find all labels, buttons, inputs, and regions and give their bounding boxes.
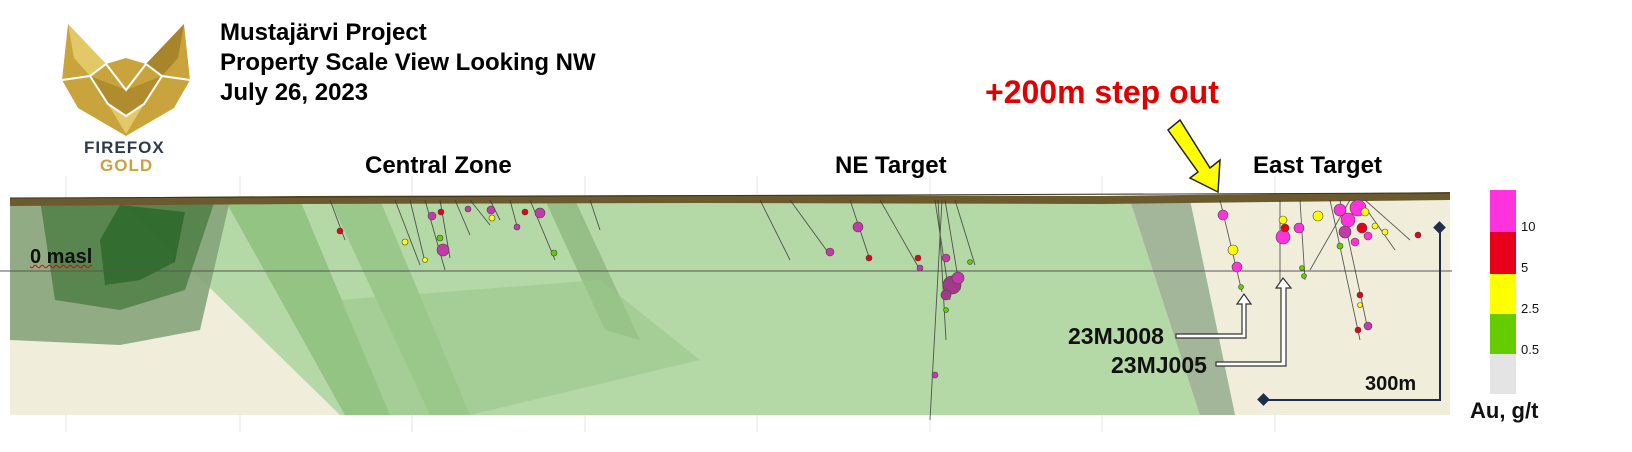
legend-value-2-5: 2.5 (1521, 301, 1540, 316)
legend-title: Au, g/t (1470, 398, 1539, 423)
legend-swatch-red (1490, 232, 1516, 274)
logo-text-gold: GOLD (100, 156, 154, 175)
shear-zone-band (1130, 200, 1235, 415)
view-title: Property Scale View Looking NW (220, 49, 596, 76)
overburden-surface (10, 192, 1450, 206)
shear-zone-lower (340, 280, 700, 415)
east-target-label: East Target (1253, 152, 1382, 179)
scale-bar (1257, 221, 1446, 406)
step-out-arrow (1166, 118, 1221, 194)
hole-callout-arrows (1175, 276, 1293, 367)
legend-swatch-yellow (1490, 274, 1516, 314)
legend-value-10: 10 (1521, 219, 1536, 234)
legend-value-5: 5 (1521, 260, 1529, 275)
date-title: July 26, 2023 (220, 79, 369, 106)
legend-value-0-5: 0.5 (1521, 342, 1540, 357)
shear-zone-lighter (560, 200, 1210, 415)
logo-text-firefox: FIREFOX (84, 138, 165, 157)
legend-swatch-green (1490, 314, 1516, 354)
west-unit-dark (100, 205, 185, 285)
legend-swatch-magenta (1490, 190, 1516, 232)
zero-masl-label: 0 masl (30, 246, 93, 268)
hole-label-23mj005: 23MJ005 (1111, 352, 1207, 378)
fox-head-icon (61, 24, 191, 136)
grade-legend: 10 5 2.5 0.5 Au, g/t (1470, 188, 1630, 428)
step-out-label: +200m step out (985, 74, 1219, 110)
ne-target-label: NE Target (835, 152, 947, 179)
project-title: Mustajärvi Project (220, 19, 427, 46)
firefox-gold-logo: FIREFOX GOLD (44, 18, 209, 176)
central-zone-label: Central Zone (365, 152, 512, 179)
grade-spheres (336, 199, 1422, 379)
hole-label-23mj008: 23MJ008 (1068, 323, 1164, 349)
shear-zone-strand-1 (225, 200, 390, 415)
scale-bar-label: 300m (1365, 373, 1417, 395)
title-block: Mustajärvi Project Property Scale View L… (220, 18, 596, 108)
legend-swatch-grey (1490, 354, 1516, 394)
